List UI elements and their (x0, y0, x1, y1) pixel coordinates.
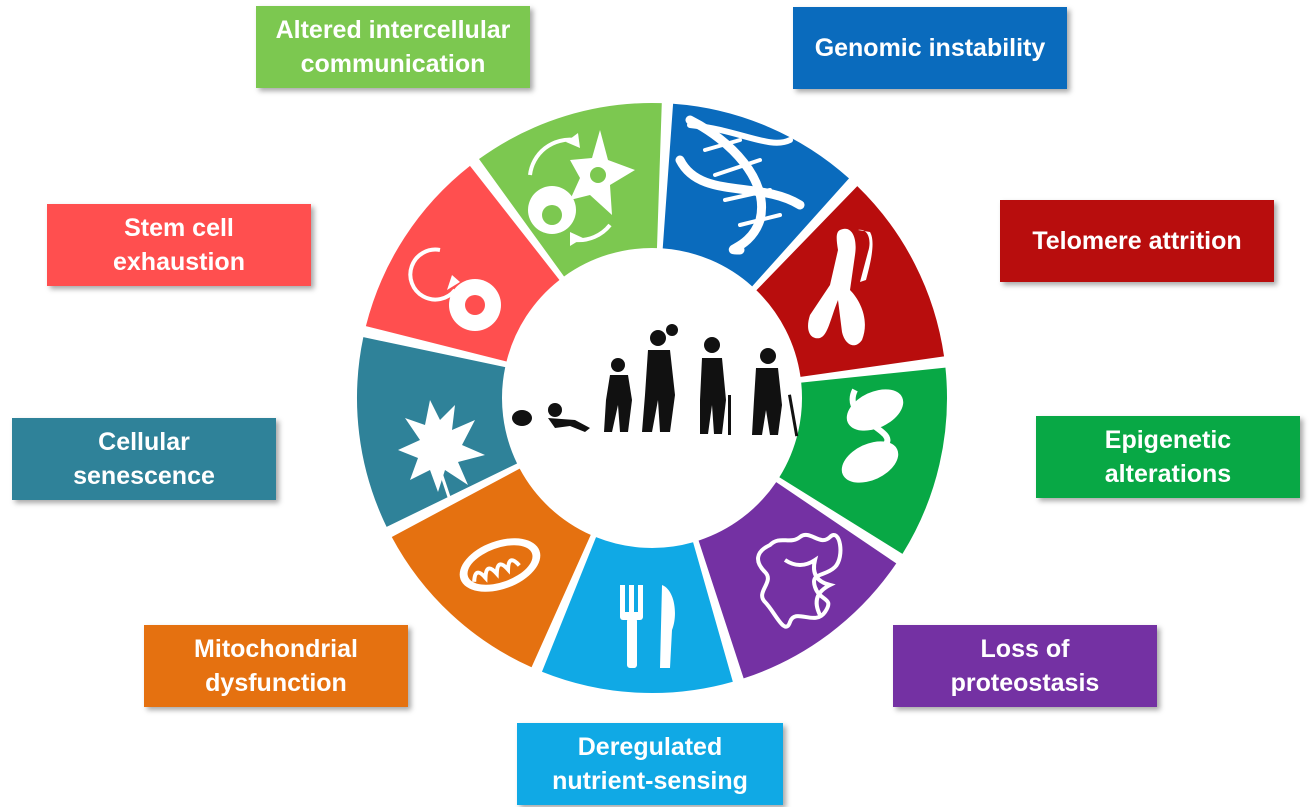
segment-stemcell (365, 165, 560, 362)
maple-leaf-icon (398, 400, 485, 501)
label-proteostasis: Loss of proteostasis (893, 625, 1157, 707)
cell-communication-icon (528, 130, 635, 246)
label-mito: Mitochondrial dysfunction (144, 625, 408, 707)
label-genomic: Genomic instability (793, 7, 1067, 89)
human-lifespan-icon (512, 324, 799, 437)
stem-cell-icon (408, 247, 501, 331)
dna-icon (675, 115, 805, 255)
protein-icon (756, 533, 843, 629)
label-epigenetic: Epigenetic alterations (1036, 416, 1300, 498)
label-telomere: Telomere attrition (1000, 200, 1274, 282)
label-stemcell: Stem cell exhaustion (47, 204, 311, 286)
segment-proteostasis (698, 482, 897, 679)
segment-intercellular (479, 103, 662, 277)
chromosome-icon (808, 228, 873, 346)
label-nutrient: Deregulated nutrient-sensing (517, 723, 783, 805)
label-intercellular: Altered intercellular communication (256, 6, 530, 88)
nucleosome-icon (841, 388, 904, 483)
fork-knife-icon (620, 585, 675, 668)
label-senescence: Cellular senescence (12, 418, 276, 500)
mitochondrion-icon (459, 538, 541, 592)
